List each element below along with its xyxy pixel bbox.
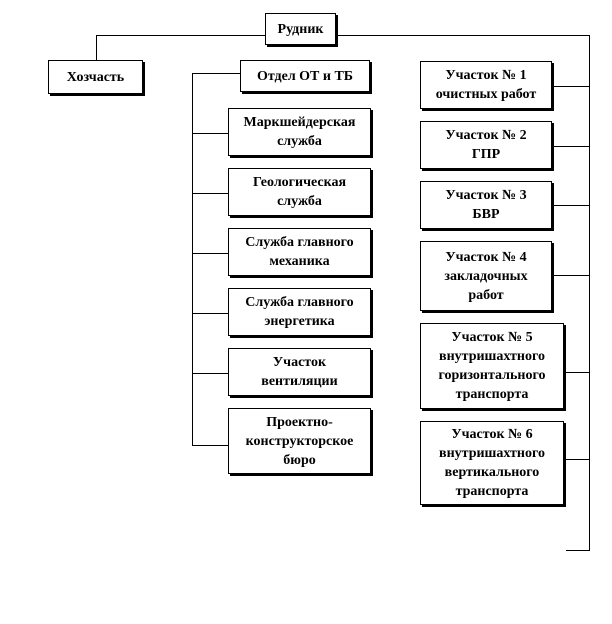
right-node-4: Участок № 5 внутришахтного горизонтально… xyxy=(420,323,564,409)
connector-right-trunk xyxy=(589,35,590,551)
connector-right-4 xyxy=(564,372,590,373)
connector-middle-1 xyxy=(192,133,228,134)
connector-root-bus xyxy=(96,35,590,36)
middle-node-6: Проектно- конструкторское бюро xyxy=(228,408,371,474)
connector-right-3 xyxy=(552,275,590,276)
connector-middle-6 xyxy=(192,445,228,446)
connector-right-0 xyxy=(552,86,590,87)
right-node-2: Участок № 3 БВР xyxy=(420,181,552,229)
middle-node-1: Маркшейдерская служба xyxy=(228,108,371,156)
right-node-3: Участок № 4 закладочных работ xyxy=(420,241,552,311)
connector-right-5 xyxy=(564,459,590,460)
connector-middle-5 xyxy=(192,373,228,374)
middle-node-5: Участок вентиляции xyxy=(228,348,371,396)
connector-middle-4 xyxy=(192,313,228,314)
right-node-0: Участок № 1 очистных работ xyxy=(420,61,552,109)
middle-node-4: Служба главного энергетика xyxy=(228,288,371,336)
middle-node-3: Служба главного механика xyxy=(228,228,371,276)
right-node-1: Участок № 2 ГПР xyxy=(420,121,552,169)
middle-node-2: Геологическая служба xyxy=(228,168,371,216)
middle-node-0: Отдел ОТ и ТБ xyxy=(240,60,370,92)
connector-right-tail xyxy=(566,550,590,551)
root-node: Рудник xyxy=(265,13,336,45)
connector-middle-0 xyxy=(192,73,240,74)
right-node-5: Участок № 6 внутришахтного вертикального… xyxy=(420,421,564,505)
connector-middle-3 xyxy=(192,253,228,254)
connector-right-1 xyxy=(552,146,590,147)
connector-left-drop xyxy=(96,35,97,60)
connector-right-2 xyxy=(552,205,590,206)
connector-middle-2 xyxy=(192,193,228,194)
connector-middle-trunk xyxy=(192,73,193,445)
left-node: Хозчасть xyxy=(48,60,143,94)
